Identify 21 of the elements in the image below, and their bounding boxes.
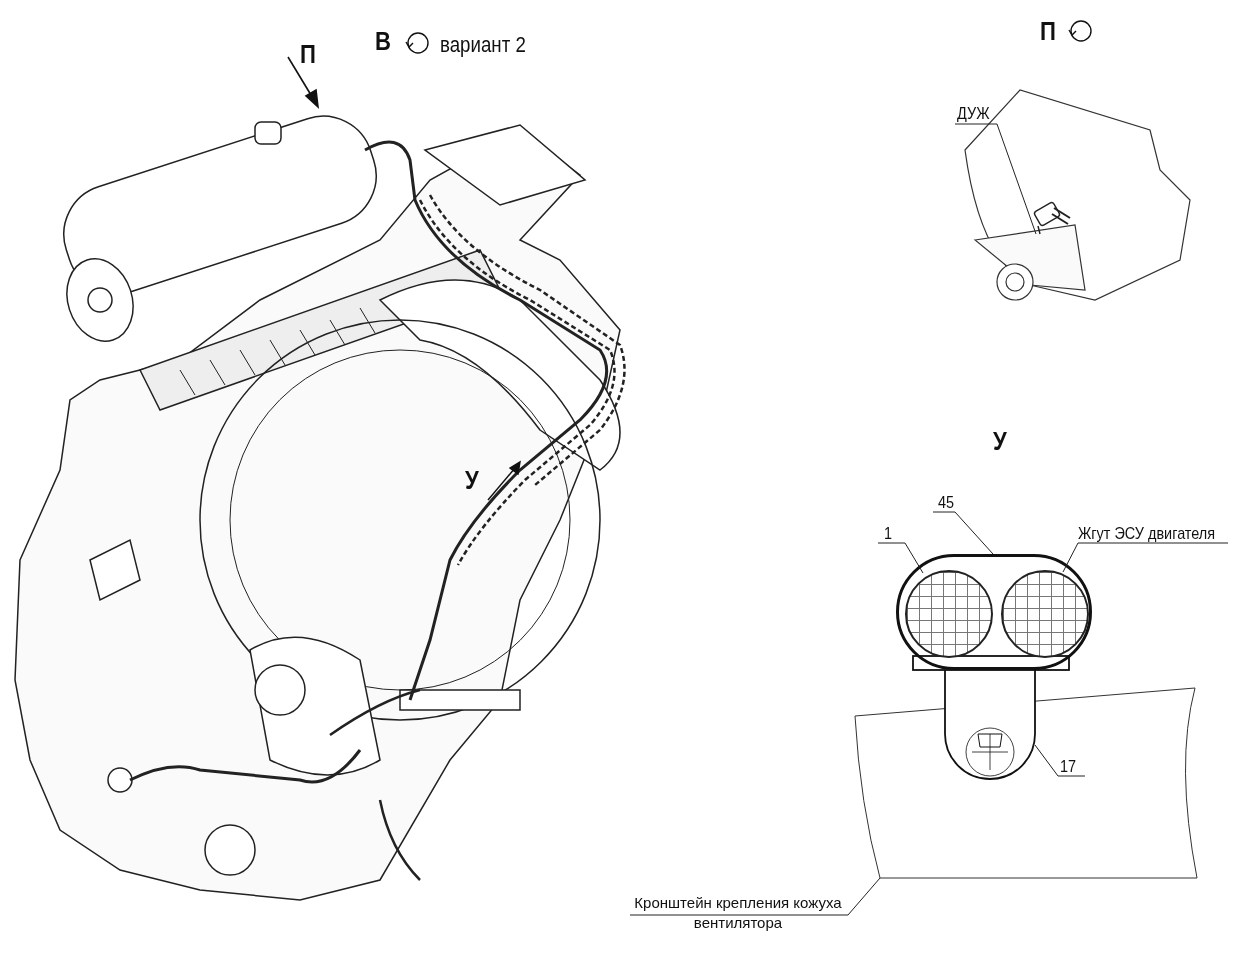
part-label: Жгут ЭСУ двигателя bbox=[1078, 524, 1216, 543]
part-label: Кронштейн крепления кожуха вентилятора bbox=[628, 893, 848, 933]
callout-number: 1 bbox=[884, 524, 893, 543]
sensor-label: ДУЖ bbox=[957, 104, 990, 123]
leader-line bbox=[1034, 744, 1086, 777]
leader-line bbox=[932, 511, 994, 555]
clamp-band bbox=[896, 554, 1092, 670]
callout-number: 45 bbox=[938, 493, 955, 512]
leader-line bbox=[954, 123, 1037, 235]
view-letter: П bbox=[1040, 17, 1056, 45]
leader-line bbox=[629, 877, 881, 916]
wire-bundle-section bbox=[1001, 570, 1089, 658]
callout-number: 17 bbox=[1060, 757, 1077, 776]
leader-line bbox=[1062, 542, 1229, 573]
view-letter: У bbox=[465, 466, 479, 494]
view-caption: вариант 2 bbox=[440, 33, 526, 57]
view-letter: В bbox=[375, 27, 391, 55]
view-letter: П bbox=[300, 40, 316, 68]
leader-line bbox=[877, 542, 924, 574]
wire-bundle-section bbox=[905, 570, 993, 658]
view-letter: У bbox=[993, 427, 1007, 455]
